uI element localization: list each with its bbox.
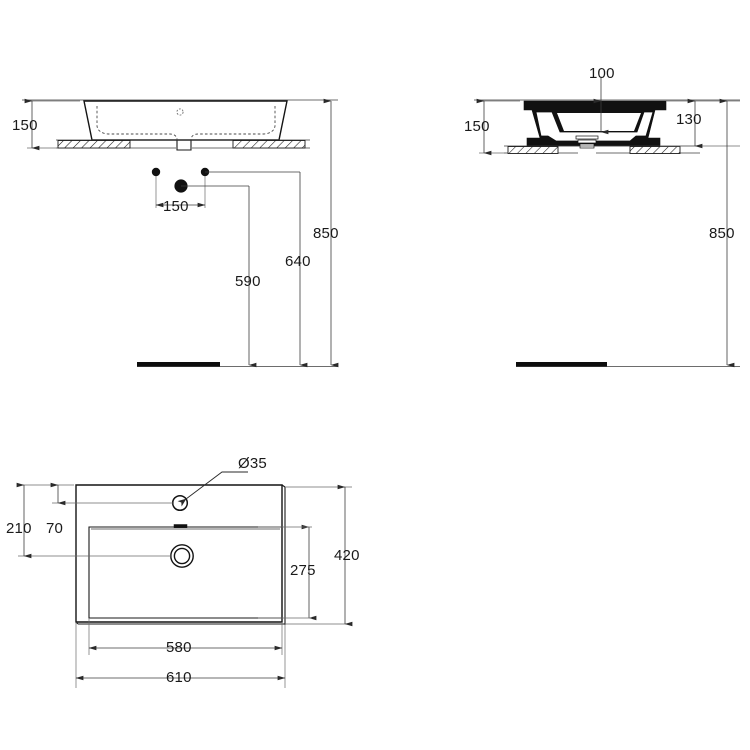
plan-dia35-leader: [177, 471, 248, 507]
side-floor-bar: [516, 362, 607, 367]
side-bowl-void: [535, 111, 654, 142]
front-tap-offset-label: 150: [163, 198, 189, 215]
front-bracket-left: [57, 140, 131, 149]
side-100-label: 100: [589, 65, 615, 82]
front-bracket-right: [232, 140, 306, 149]
front-elevation-view: 150 150 590 640 850: [12, 98, 339, 368]
plan-210-label: 210: [6, 520, 32, 537]
side-150-label: 150: [464, 118, 490, 135]
side-bracket-left: [507, 146, 559, 154]
side-elevation-view: 100 150 130 850: [464, 65, 740, 368]
plan-view: Ø35 210 70 275 420 580 610: [6, 455, 360, 688]
front-supply-point-left: [151, 167, 161, 177]
plan-580-label: 580: [166, 639, 192, 656]
side-130-label: 130: [676, 111, 702, 128]
front-drain-stub: [176, 140, 192, 151]
side-850-label: 850: [709, 225, 735, 242]
front-taphole-marker: [176, 108, 184, 116]
plan-275-label: 275: [290, 562, 316, 579]
plan-corner-bevel-tr: [281, 484, 286, 488]
plan-overflow-slot: [173, 524, 188, 528]
front-floor-bar: [137, 362, 220, 367]
side-waste-flange: [575, 135, 599, 140]
side-bowl-interior: [557, 113, 641, 131]
front-590-label: 590: [235, 273, 261, 290]
front-bowl-hidden-right: [190, 106, 276, 147]
front-850-label: 850: [313, 225, 339, 242]
plan-420-label: 420: [334, 547, 360, 564]
side-waste-body: [577, 139, 597, 144]
plan-drain-inner: [173, 547, 191, 565]
front-basin-height-label: 150: [12, 117, 38, 134]
plan-70-label: 70: [46, 520, 63, 537]
side-bracket-right: [629, 146, 681, 154]
plan-610-label: 610: [166, 669, 192, 686]
front-640-label: 640: [285, 253, 311, 270]
plan-dia35-label: Ø35: [238, 455, 267, 472]
